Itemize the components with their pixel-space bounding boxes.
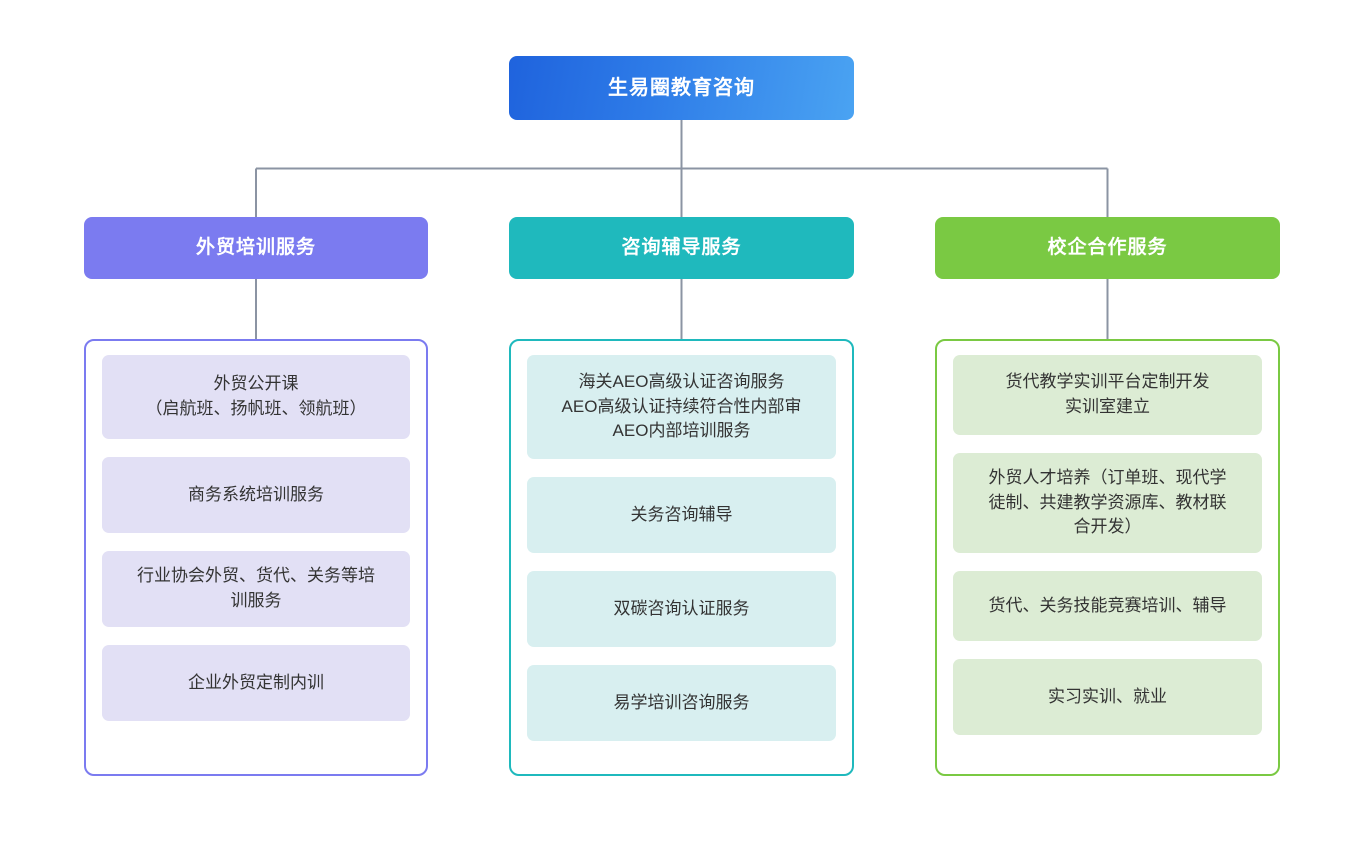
- leaf-item[interactable]: 企业外贸定制内训: [102, 645, 410, 721]
- leaf-item[interactable]: 海关AEO高级认证咨询服务 AEO高级认证持续符合性内部审 AEO内部培训服务: [527, 355, 836, 459]
- leaf-item[interactable]: 易学培训咨询服务: [527, 665, 836, 741]
- category-header-label-0: 外贸培训服务: [195, 236, 316, 258]
- root-node-label: 生易圈教育咨询: [608, 77, 755, 99]
- leaf-item[interactable]: 外贸人才培养（订单班、现代学 徒制、共建教学资源库、教材联 合开发）: [953, 453, 1262, 553]
- category-header-label-2: 校企合作服务: [1047, 236, 1168, 258]
- leaf-item[interactable]: 双碳咨询认证服务: [527, 571, 836, 647]
- group-box-1: 海关AEO高级认证咨询服务 AEO高级认证持续符合性内部审 AEO内部培训服务 …: [509, 339, 854, 776]
- leaf-item[interactable]: 关务咨询辅导: [527, 477, 836, 553]
- leaf-item[interactable]: 实习实训、就业: [953, 659, 1262, 735]
- group-box-0: 外贸公开课 （启航班、扬帆班、领航班） 商务系统培训服务 行业协会外贸、货代、关…: [84, 339, 428, 776]
- leaf-item[interactable]: 行业协会外贸、货代、关务等培 训服务: [102, 551, 410, 627]
- category-header-label-1: 咨询辅导服务: [621, 236, 742, 258]
- category-header-0[interactable]: 外贸培训服务: [84, 217, 428, 279]
- leaf-item[interactable]: 货代教学实训平台定制开发 实训室建立: [953, 355, 1262, 435]
- category-header-1[interactable]: 咨询辅导服务: [509, 217, 854, 279]
- leaf-item[interactable]: 商务系统培训服务: [102, 457, 410, 533]
- leaf-item[interactable]: 外贸公开课 （启航班、扬帆班、领航班）: [102, 355, 410, 439]
- root-node[interactable]: 生易圈教育咨询: [509, 56, 854, 120]
- category-header-2[interactable]: 校企合作服务: [935, 217, 1280, 279]
- group-box-2: 货代教学实训平台定制开发 实训室建立 外贸人才培养（订单班、现代学 徒制、共建教…: [935, 339, 1280, 776]
- leaf-item[interactable]: 货代、关务技能竞赛培训、辅导: [953, 571, 1262, 641]
